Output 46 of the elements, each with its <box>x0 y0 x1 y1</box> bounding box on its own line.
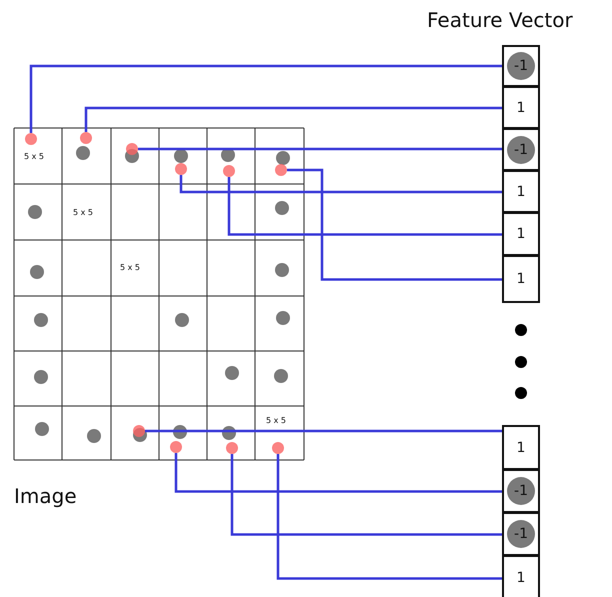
sample-point <box>80 132 92 144</box>
vector-cell <box>502 513 540 556</box>
connector-line <box>30 64 502 133</box>
value-badge: -1 <box>507 477 535 505</box>
size-label: 5 x 5 <box>120 263 140 272</box>
sample-point <box>25 133 37 145</box>
value-text: 1 <box>516 270 526 289</box>
value-text: 1 <box>516 225 526 244</box>
connector-line <box>180 175 502 194</box>
vector-title: Feature Vector <box>427 8 573 32</box>
sample-point <box>126 143 138 155</box>
vector-cell <box>502 425 540 470</box>
connector-line <box>174 453 502 493</box>
sample-point <box>223 165 235 177</box>
connector-line <box>136 148 502 150</box>
value-badge: -1 <box>507 520 535 548</box>
vector-cell <box>502 45 540 87</box>
sample-point <box>175 163 187 175</box>
connector-line <box>84 106 502 132</box>
sample-point <box>226 442 238 454</box>
connector-line <box>287 168 502 281</box>
value-badge: -1 <box>507 52 535 80</box>
value-text: 1 <box>516 98 526 118</box>
size-label: 5 x 5 <box>24 152 44 161</box>
sample-point <box>133 425 145 437</box>
value-text: 1 <box>516 438 526 458</box>
connector-line <box>276 454 502 580</box>
vector-cell <box>502 171 540 213</box>
vector-cell <box>502 256 540 303</box>
vector-cell <box>502 87 540 129</box>
size-label: 5 x 5 <box>266 416 286 425</box>
vector-cell <box>502 556 540 597</box>
connector-line <box>144 430 502 432</box>
value-text: 1 <box>516 182 526 202</box>
value-text: 1 <box>516 569 526 588</box>
image-title: Image <box>14 484 77 508</box>
vector-cell <box>502 470 540 513</box>
vector-cell <box>502 213 540 256</box>
value-badge: -1 <box>507 136 535 164</box>
vector-cell <box>502 129 540 171</box>
size-label: 5 x 5 <box>73 208 93 217</box>
sample-point <box>272 442 284 454</box>
sample-point <box>170 441 182 453</box>
connector-line <box>228 177 502 236</box>
sample-point <box>275 164 287 176</box>
connector-line <box>230 454 502 536</box>
